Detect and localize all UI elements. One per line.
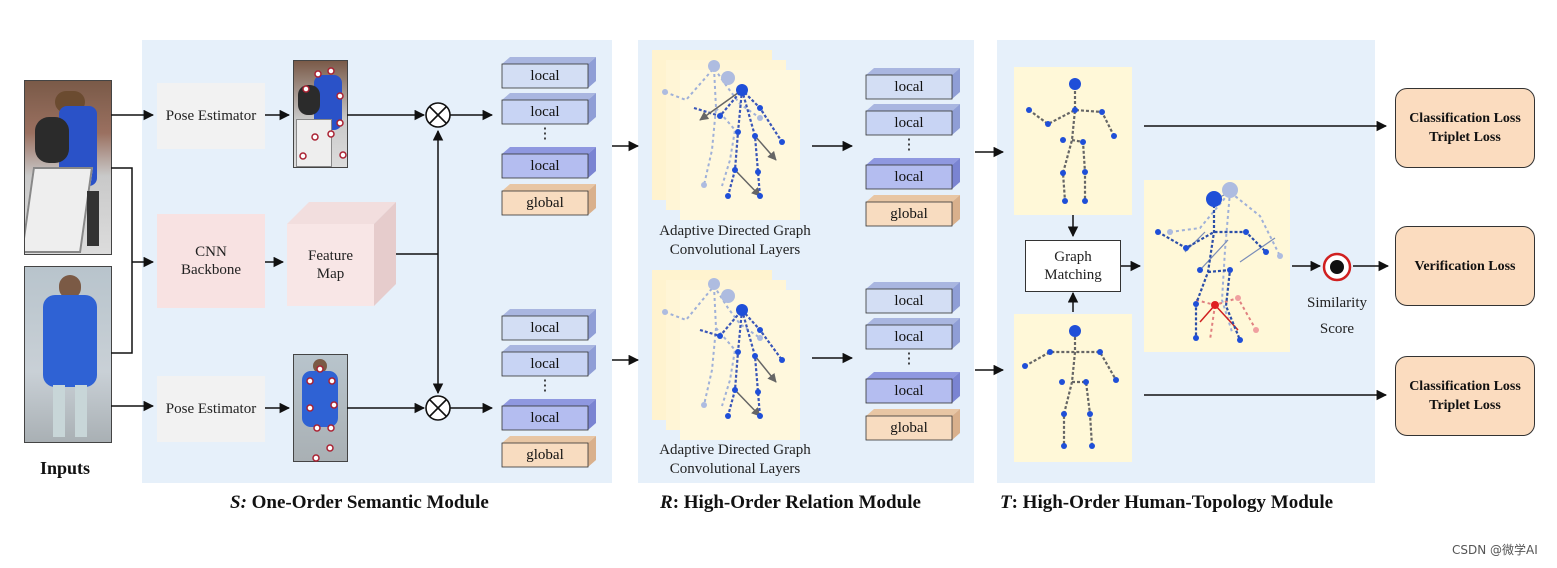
adgcl-label-top-line2: Convolutional Layers	[669, 242, 801, 258]
adgcl-label-bottom: Adaptive Directed Graph Convolutional La…	[640, 441, 830, 479]
similarity-score-label-line2: Score	[1319, 321, 1355, 337]
classification-loss-bottom: Classification Loss	[1409, 379, 1521, 394]
relation-module-letter: R	[660, 492, 673, 513]
skeleton-top	[1028, 86, 1115, 202]
s-top-ellipsis: ⋮	[537, 126, 553, 142]
graph-matching-label-line2: Matching	[1044, 267, 1102, 283]
skeleton-matched	[1155, 182, 1283, 343]
r-bottom-local-2: local	[894, 329, 924, 345]
feature-map-label-line2: Map	[316, 266, 345, 282]
s-top-local-1: local	[530, 68, 560, 84]
topology-module-title: T: High-Order Human-Topology Module	[1000, 492, 1333, 514]
r-top-local-2: local	[894, 115, 924, 131]
cnn-backbone: CNN Backbone	[157, 214, 265, 308]
semantic-module-title: S: One-Order Semantic Module	[230, 492, 489, 514]
s-bottom-local-3: local	[530, 410, 560, 426]
multiply-operator-top	[425, 102, 451, 128]
similarity-score-label: Similarity Score	[1297, 290, 1377, 342]
loss-box-verification: Verification Loss	[1395, 226, 1535, 306]
cnn-backbone-label-line2: Backbone	[181, 262, 241, 278]
inputs-label: Inputs	[40, 458, 91, 478]
adgcl-label-bottom-line2: Convolutional Layers	[669, 461, 801, 477]
similarity-score-label-line1: Similarity	[1307, 295, 1367, 311]
pose-estimator-top: Pose Estimator	[157, 83, 265, 149]
triplet-loss-top: Triplet Loss	[1429, 130, 1501, 145]
s-top-local-3: local	[530, 158, 560, 174]
feature-map-label: Feature Map	[287, 224, 374, 306]
pose-estimator-top-label: Pose Estimator	[165, 108, 257, 124]
r-bottom-ellipsis: ⋮	[901, 351, 917, 367]
s-bottom-ellipsis: ⋮	[537, 378, 553, 394]
topology-module-letter: T	[1000, 492, 1012, 513]
pose-estimator-bottom: Pose Estimator	[157, 376, 265, 442]
feature-stack-relation-bottom	[865, 282, 960, 441]
pose-keypoints-top	[299, 67, 347, 160]
verification-loss: Verification Loss	[1414, 258, 1516, 274]
adgcl-label-top: Adaptive Directed Graph Convolutional La…	[640, 222, 830, 260]
loss-box-top: Classification Loss Triplet Loss	[1395, 88, 1535, 168]
feature-stack-relation-top	[865, 68, 960, 227]
skeleton-bottom	[1024, 332, 1117, 447]
loss-box-bottom: Classification Loss Triplet Loss	[1395, 356, 1535, 436]
adgcl-layers-top	[652, 50, 800, 220]
semantic-module-letter: S:	[230, 492, 247, 513]
pose-estimator-bottom-label: Pose Estimator	[165, 401, 257, 417]
r-top-ellipsis: ⋮	[901, 137, 917, 153]
r-top-global: global	[890, 206, 928, 222]
topology-card-bottom	[1014, 314, 1132, 462]
adgcl-label-bottom-line1: Adaptive Directed Graph	[659, 442, 811, 458]
cnn-backbone-label-line1: CNN	[195, 244, 227, 260]
feature-stack-semantic-bottom	[501, 309, 596, 468]
r-bottom-local-3: local	[894, 383, 924, 399]
semantic-module-name: One-Order Semantic Module	[246, 492, 489, 513]
feature-map-cube	[287, 202, 396, 306]
s-bottom-local-2: local	[530, 356, 560, 372]
graph-matching-box: Graph Matching	[1025, 240, 1121, 292]
s-bottom-global: global	[526, 447, 564, 463]
relation-module-name: : High-Order Relation Module	[672, 492, 921, 513]
topology-module-name: : High-Order Human-Topology Module	[1011, 492, 1334, 513]
pose-keypoints-bottom	[306, 365, 338, 462]
r-bottom-global: global	[890, 420, 928, 436]
adgcl-layers-bottom	[652, 270, 800, 440]
similarity-score-icon	[1322, 252, 1352, 282]
r-top-local-3: local	[894, 169, 924, 185]
adgcl-label-top-line1: Adaptive Directed Graph	[659, 223, 811, 239]
r-top-local-1: local	[894, 79, 924, 95]
classification-loss-top: Classification Loss	[1409, 111, 1521, 126]
feature-map-label-line1: Feature	[308, 248, 353, 264]
feature-stack-semantic-top	[501, 57, 596, 216]
multiply-operator-bottom	[425, 395, 451, 421]
s-top-local-2: local	[530, 104, 560, 120]
triplet-loss-bottom: Triplet Loss	[1429, 398, 1501, 413]
r-bottom-local-1: local	[894, 293, 924, 309]
relation-module-title: R: High-Order Relation Module	[660, 492, 921, 514]
s-bottom-local-1: local	[530, 320, 560, 336]
s-top-global: global	[526, 195, 564, 211]
input-image-bottom	[24, 266, 112, 443]
watermark: CSDN @微学AI	[1452, 543, 1538, 557]
graph-matching-label-line1: Graph	[1054, 249, 1092, 265]
